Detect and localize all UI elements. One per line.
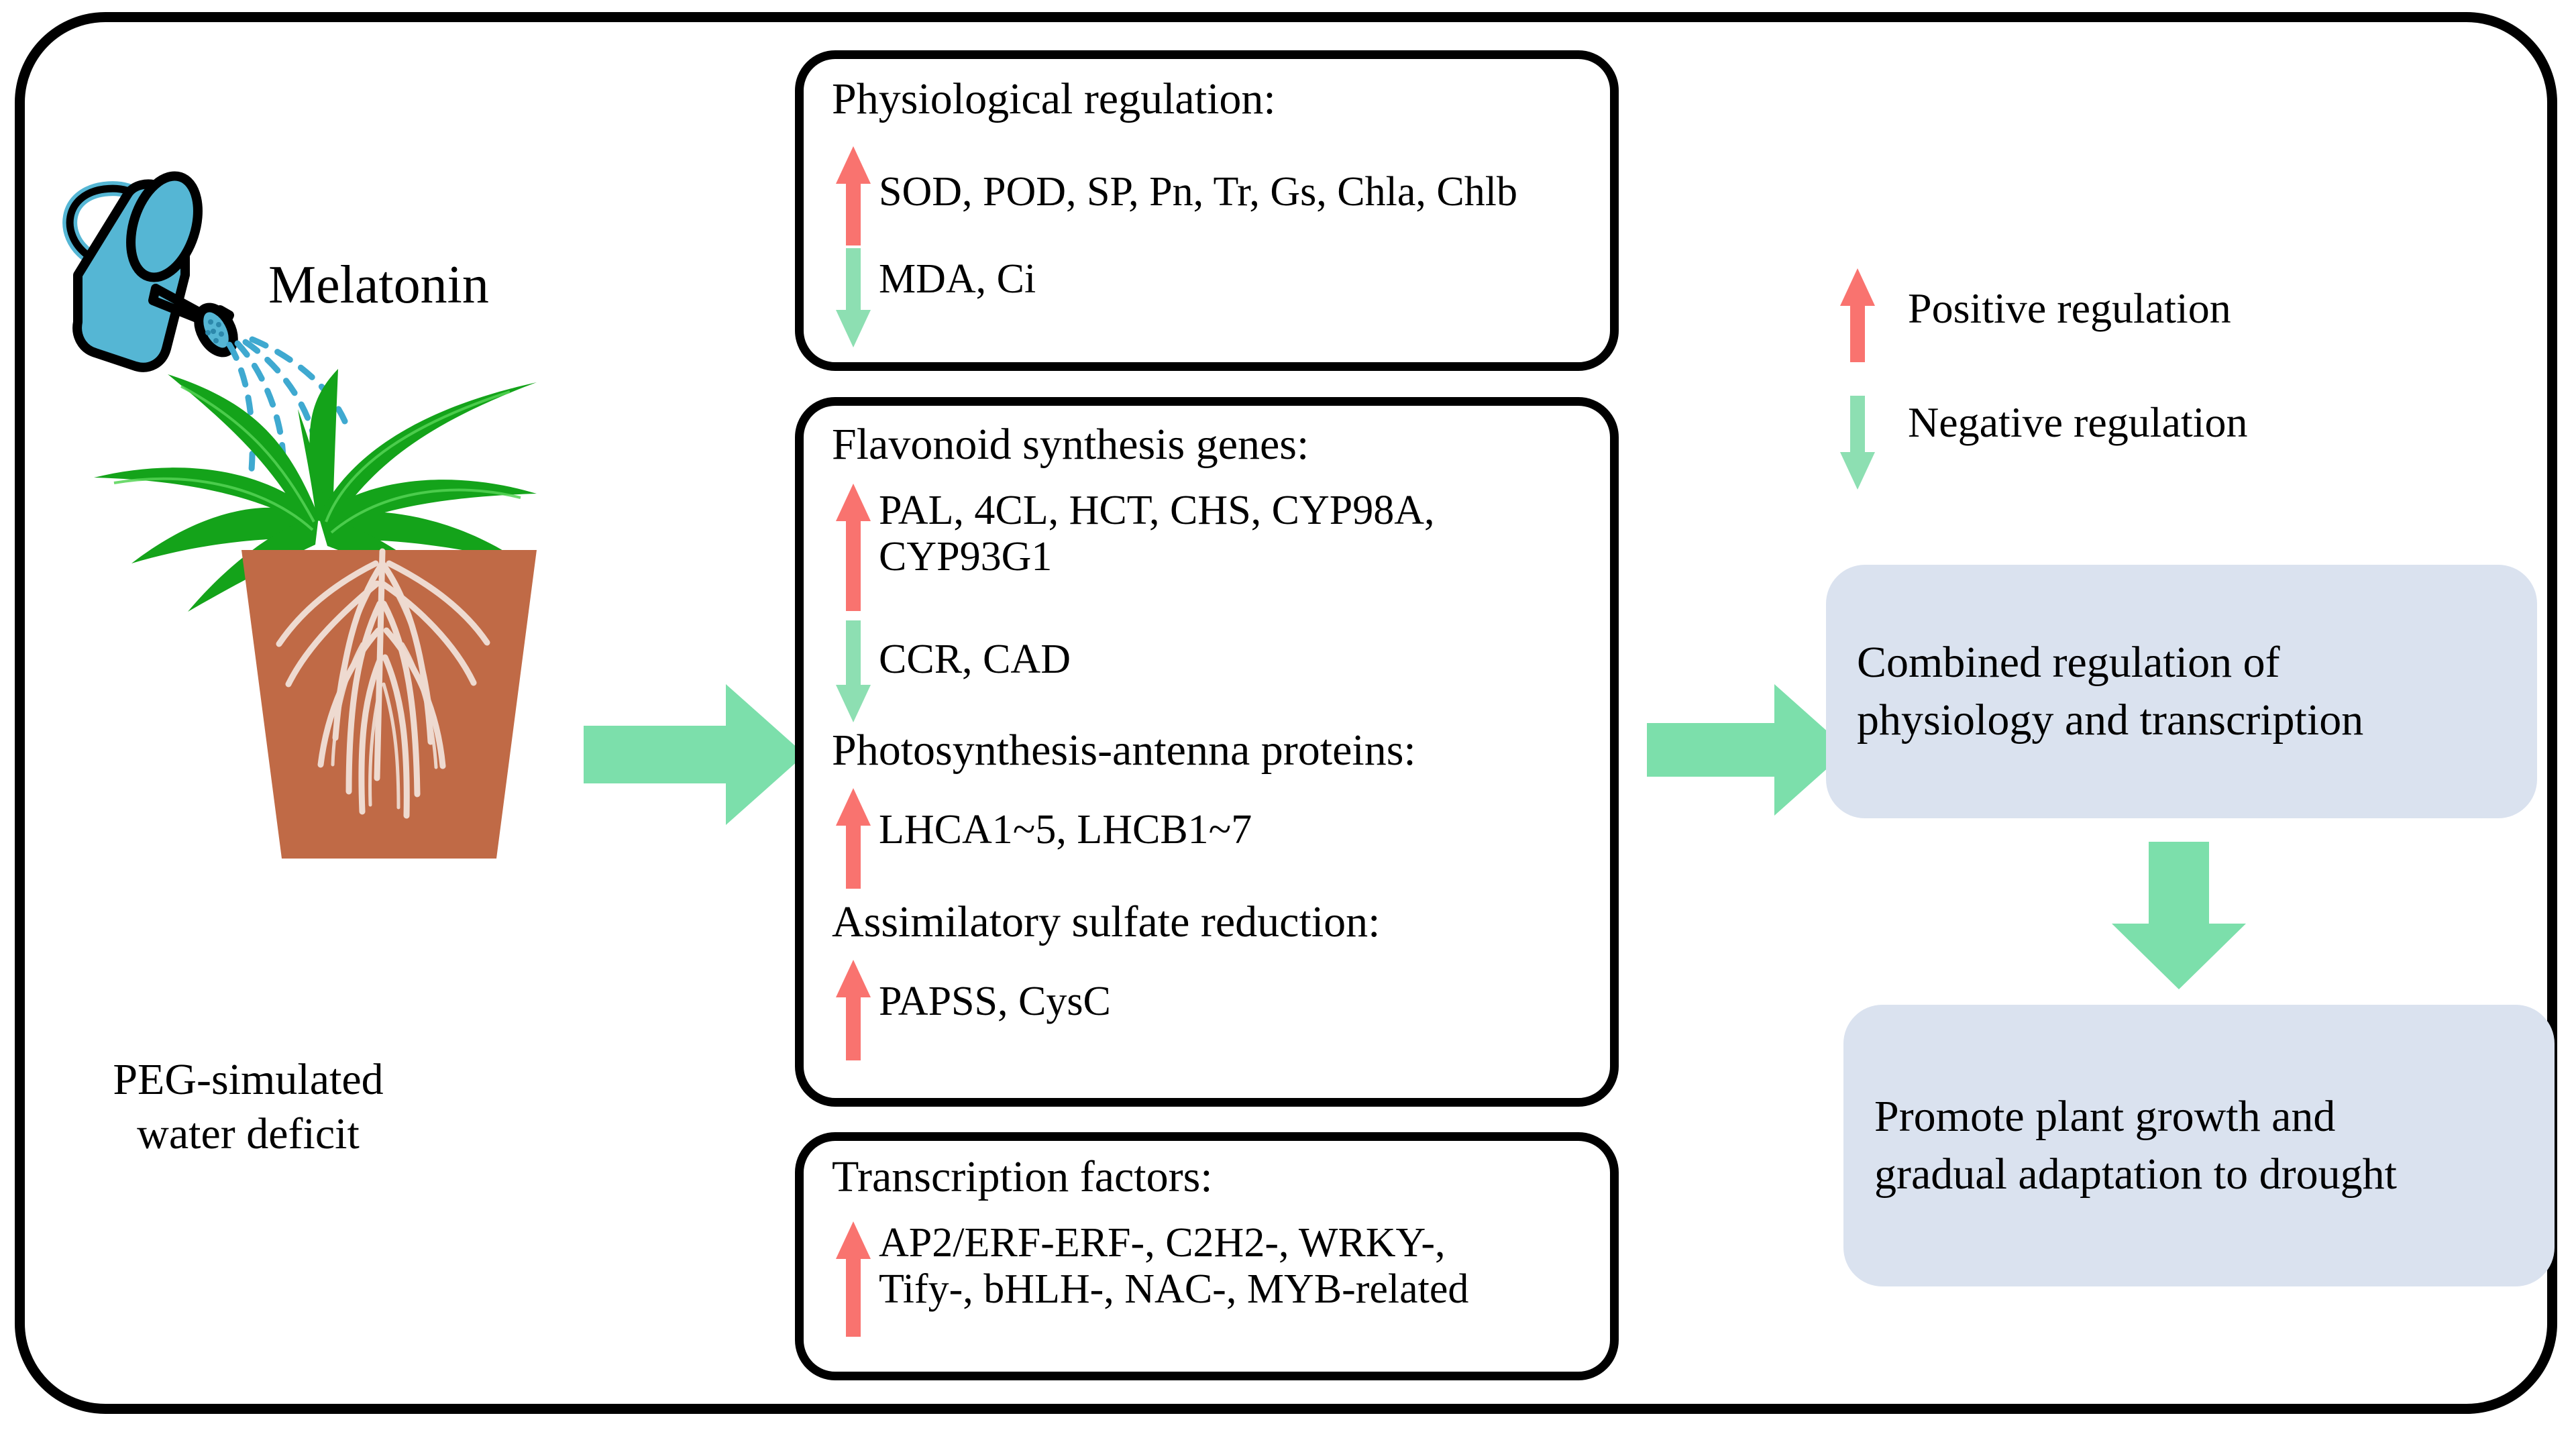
peg-condition-line1: PEG-simulated — [113, 1055, 384, 1104]
box-physiological-regulation: Physiological regulation: SOD, POD, SP, … — [795, 50, 1619, 371]
box-transcription-factors: Transcription factors: AP2/ERF-ERF-, C2H… — [795, 1132, 1619, 1380]
physiological-entry-down: MDA, Ci — [835, 248, 1036, 347]
flavonoid-entry-down: CCR, CAD — [835, 620, 1071, 722]
physiological-header: Physiological regulation: — [832, 74, 1276, 123]
sulfate-up-text: PAPSS, CysC — [879, 979, 1111, 1024]
arrow-down-icon — [835, 620, 872, 722]
box-transcriptomic-regulation: Flavonoid synthesis genes: PAL, 4CL, HCT… — [795, 397, 1619, 1107]
arrow-up-icon — [835, 788, 872, 889]
arrow-up-icon — [835, 484, 872, 611]
arrow-down-icon — [1838, 396, 1877, 490]
transcription-factors-text: AP2/ERF-ERF-, C2H2-, WRKY-, Tify-, bHLH-… — [879, 1220, 1469, 1313]
outcome-box-promote-growth: Promote plant growth and gradual adaptat… — [1843, 1005, 2555, 1286]
connector-arrow-down — [2112, 842, 2246, 989]
melatonin-label: Melatonin — [268, 256, 489, 315]
combined-regulation-text: Combined regulation of physiology and tr… — [1826, 634, 2394, 749]
flavonoid-header: Flavonoid synthesis genes: — [832, 420, 1309, 469]
peg-condition-label: PEG-simulated water deficit — [60, 1053, 436, 1161]
sulfate-entry-up: PAPSS, CysC — [835, 960, 1111, 1060]
arrow-up-icon — [835, 960, 872, 1060]
transcription-factors-header: Transcription factors: — [832, 1152, 1213, 1201]
sulfate-header: Assimilatory sulfate reduction: — [832, 897, 1381, 946]
flavonoid-entry-up: PAL, 4CL, HCT, CHS, CYP98A, CYP93G1 — [835, 484, 1435, 611]
transcription-factors-entry-up: AP2/ERF-ERF-, C2H2-, WRKY-, Tify-, bHLH-… — [835, 1220, 1469, 1337]
peg-condition-line2: water deficit — [137, 1109, 360, 1158]
legend-negative-label: Negative regulation — [1908, 398, 2248, 446]
combined-regulation-line1: Combined regulation of — [1857, 638, 2280, 687]
flavonoid-down-text: CCR, CAD — [879, 637, 1071, 682]
photosynthesis-up-text: LHCA1~5, LHCB1~7 — [879, 807, 1252, 852]
legend-item-negative: Negative regulation — [1838, 396, 2247, 490]
photosynthesis-entry-up: LHCA1~5, LHCB1~7 — [835, 788, 1252, 889]
arrow-up-icon — [1838, 268, 1877, 362]
promote-growth-line1: Promote plant growth and — [1874, 1092, 2336, 1142]
photosynthesis-header: Photosynthesis-antenna proteins: — [832, 726, 1416, 775]
flavonoid-up-text: PAL, 4CL, HCT, CHS, CYP98A, CYP93G1 — [879, 488, 1435, 580]
physiological-entry-up: SOD, POD, SP, Pn, Tr, Gs, Chla, Chlb — [835, 146, 1517, 245]
arrow-up-icon — [835, 146, 872, 245]
outcome-box-combined-regulation: Combined regulation of physiology and tr… — [1826, 565, 2537, 818]
potted-plant-icon — [67, 362, 617, 1046]
promote-growth-text: Promote plant growth and gradual adaptat… — [1843, 1088, 2428, 1203]
promote-growth-line2: gradual adaptation to drought — [1874, 1150, 2397, 1199]
watering-can-icon — [47, 154, 476, 473]
legend-item-positive: Positive regulation — [1838, 268, 2231, 362]
arrow-up-icon — [835, 1221, 872, 1337]
combined-regulation-line2: physiology and transcription — [1857, 696, 2364, 745]
arrow-down-icon — [835, 248, 872, 347]
physiological-up-text: SOD, POD, SP, Pn, Tr, Gs, Chla, Chlb — [879, 169, 1517, 215]
connector-arrow-middle-to-right — [1647, 684, 1848, 818]
physiological-down-text: MDA, Ci — [879, 256, 1036, 302]
connector-arrow-plant-to-middle — [584, 684, 805, 828]
legend-positive-label: Positive regulation — [1908, 284, 2231, 332]
